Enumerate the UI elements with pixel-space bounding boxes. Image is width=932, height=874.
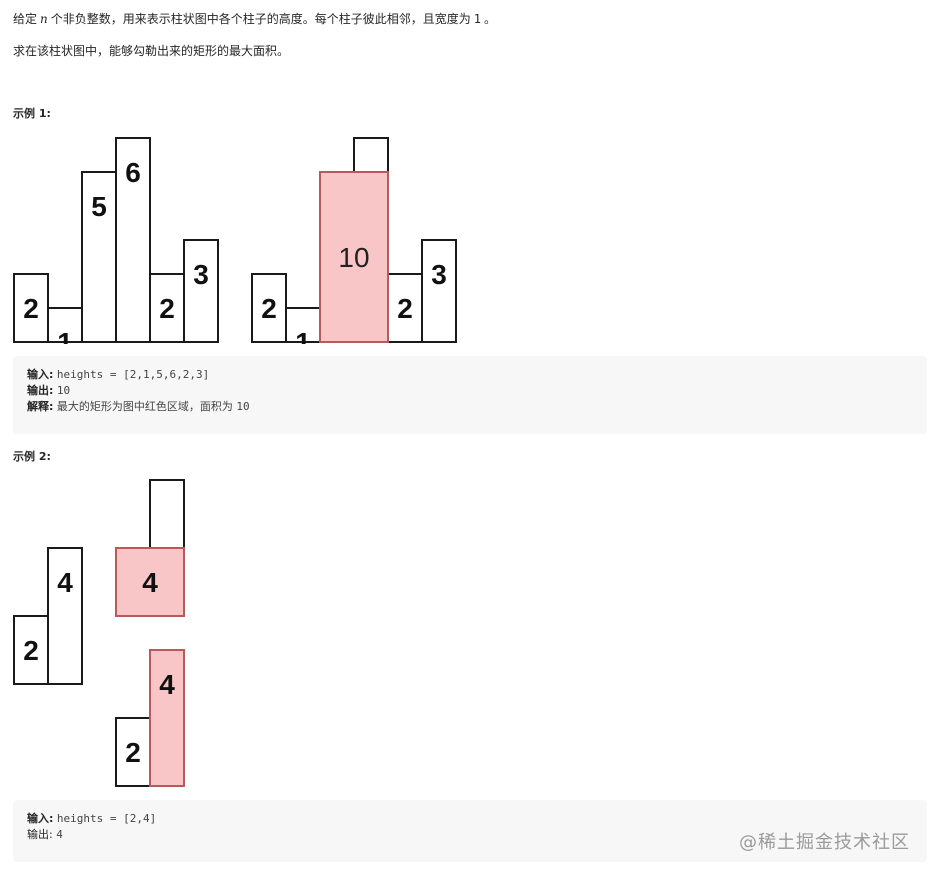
fig1-right-bar-label-0: 2 [261, 293, 277, 324]
fig1-left-bar-label-5: 3 [193, 259, 209, 290]
fig2-right-bottom-bar-0 [115, 717, 151, 787]
fig1-left-bar-5 [183, 239, 219, 343]
problem-description-line2: 求在该柱状图中，能够勾勒出来的矩形的最大面积。 [13, 44, 290, 58]
example2-heading: 示例 2: [13, 450, 51, 463]
fig1-right-bar-label-5: 3 [431, 259, 447, 290]
example1-input-row: 输入: heights = [2,1,5,6,2,3] [27, 367, 913, 383]
desc-text-end: 。 [484, 12, 497, 26]
fig2-left-bar-0 [13, 615, 49, 685]
example2-histogram-highlight-wide: 4 [115, 479, 185, 617]
example1-input-label: 输入: [27, 368, 54, 381]
example2-input-value: heights = [2,4] [56, 812, 157, 825]
example2-output-row: 输出: 4 [27, 827, 913, 843]
example2-output-label: 输出: [27, 828, 53, 841]
fig1-right-bar-5 [421, 239, 457, 343]
fig1-left-bar-0 [13, 273, 49, 343]
fig2-right-top-area-label: 4 [142, 567, 158, 598]
example2-output-value: 4 [56, 828, 63, 841]
fig2-left-bar-1 [47, 547, 83, 685]
desc-text-post: 个非负整数，用来表示柱状图中各个柱子的高度。每个柱子彼此相邻，且宽度为 [50, 12, 471, 26]
fig1-right-bar-label-1: 1 [295, 327, 311, 344]
example1-explain-row: 解释: 最大的矩形为图中红色区域，面积为 10 [27, 399, 913, 415]
fig1-left-bar-label-0: 2 [23, 293, 39, 324]
desc-var-n: n [40, 12, 48, 26]
example2-histogram-highlight-tall: 24 [115, 649, 185, 787]
fig2-right-bottom-max-area-rect [149, 649, 185, 787]
fig1-left-bar-label-4: 2 [159, 293, 175, 324]
fig2-right-bottom-bar-label-0: 2 [125, 737, 141, 768]
desc-text-pre: 给定 [13, 12, 38, 26]
example1-codeblock: 输入: heights = [2,1,5,6,2,3] 输出: 10 解释: 最… [13, 356, 927, 434]
fig1-left-bar-label-2: 5 [91, 191, 107, 222]
desc-num: 1 [473, 12, 481, 26]
example1-output-value: 10 [56, 384, 71, 397]
fig1-left-bar-1 [47, 307, 83, 343]
fig1-left-bar-label-3: 6 [125, 157, 141, 188]
fig1-left-bar-4 [149, 273, 185, 343]
watermark: @稀土掘金技术社区 [739, 832, 910, 853]
fig1-left-bar-3 [115, 137, 151, 343]
fig2-left-bar-label-1: 4 [57, 567, 73, 598]
example2-input-label: 输入: [27, 812, 54, 825]
fig2-left-bar-label-0: 2 [23, 635, 39, 666]
fig1-left-bar-label-1: 1 [57, 327, 73, 344]
example1-input-value: heights = [2,1,5,6,2,3] [56, 368, 210, 381]
example1-heading: 示例 1: [13, 107, 51, 120]
fig1-right-bar-1 [285, 307, 321, 343]
example1-explain-value: 10 [236, 400, 250, 413]
example2-histogram: 24 [13, 547, 83, 685]
fig1-right-area-label: 10 [338, 242, 369, 273]
example1-output-row: 输出: 10 [27, 383, 913, 399]
fig1-left-bar-2 [81, 171, 117, 343]
example1-explain-label: 解释: [27, 400, 54, 413]
example1-explain-text: 最大的矩形为图中红色区域，面积为 [56, 400, 233, 413]
fig2-right-bottom-bar-label-1: 4 [159, 669, 175, 700]
example1-output-label: 输出: [27, 384, 54, 397]
fig1-right-bar-label-4: 2 [397, 293, 413, 324]
fig2-right-top-max-area-rect [115, 547, 185, 617]
example2-input-row: 输入: heights = [2,4] [27, 811, 913, 827]
fig1-right-max-area-rect [319, 171, 389, 343]
example2-codeblock: 输入: heights = [2,4] 输出: 4 [13, 800, 927, 862]
